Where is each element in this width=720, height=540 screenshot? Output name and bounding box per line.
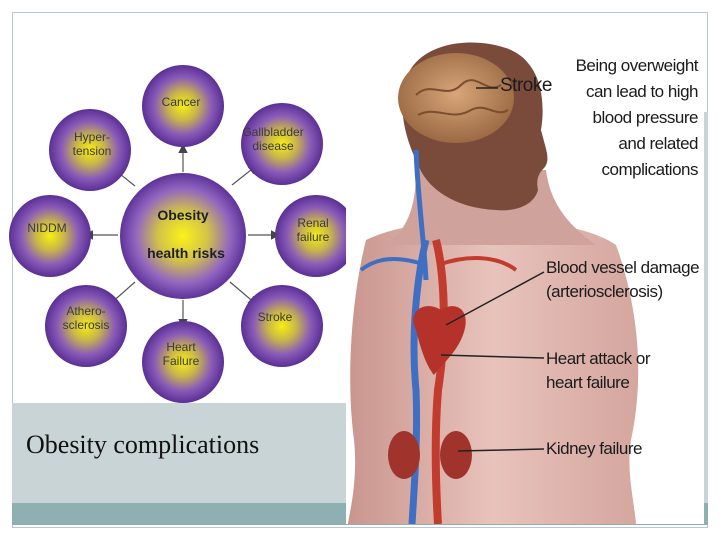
caption-panel bbox=[12, 403, 356, 503]
brain-shape bbox=[398, 53, 514, 143]
circle-cancer bbox=[142, 65, 224, 147]
label-athero: Athero-sclerosis bbox=[62, 304, 110, 332]
annotation-stroke: Stroke bbox=[500, 75, 552, 96]
right-accent-bar bbox=[700, 112, 708, 524]
center-label-line1: Obesity bbox=[157, 207, 209, 223]
circle-renal bbox=[275, 195, 357, 277]
slide-caption: Obesity complications bbox=[26, 430, 260, 459]
circle-athero bbox=[45, 285, 127, 367]
kidney-right bbox=[440, 431, 472, 479]
torso-shape bbox=[348, 218, 639, 524]
diagram-graphics bbox=[9, 65, 357, 403]
label-hypertension: Hyper-tension bbox=[72, 130, 112, 158]
circle-heart bbox=[142, 321, 224, 403]
heart-shape bbox=[413, 306, 466, 375]
circle-center bbox=[120, 173, 246, 299]
label-stroke: Stroke bbox=[257, 310, 293, 324]
circle-gallbladder bbox=[241, 103, 323, 185]
anatomy-illustration: Stroke Being overweight can lead to high… bbox=[346, 40, 704, 525]
circle-stroke bbox=[241, 285, 323, 367]
label-cancer: Cancer bbox=[161, 95, 201, 109]
body-figure bbox=[346, 40, 704, 525]
center-label-line2: health risks bbox=[147, 245, 225, 261]
annotation-blood-vessel: Blood vessel damage (arteriosclerosis) bbox=[546, 258, 700, 301]
annotation-overweight-note: Being overweight can lead to high blood … bbox=[575, 56, 699, 179]
circle-hypertension bbox=[49, 109, 131, 191]
circle-niddm bbox=[9, 195, 91, 277]
kidney-left bbox=[388, 431, 420, 479]
annotation-kidney: Kidney failure bbox=[546, 439, 643, 458]
annotation-heart: Heart attack or heart failure bbox=[546, 349, 651, 392]
label-niddm: NIDDM bbox=[27, 221, 67, 235]
